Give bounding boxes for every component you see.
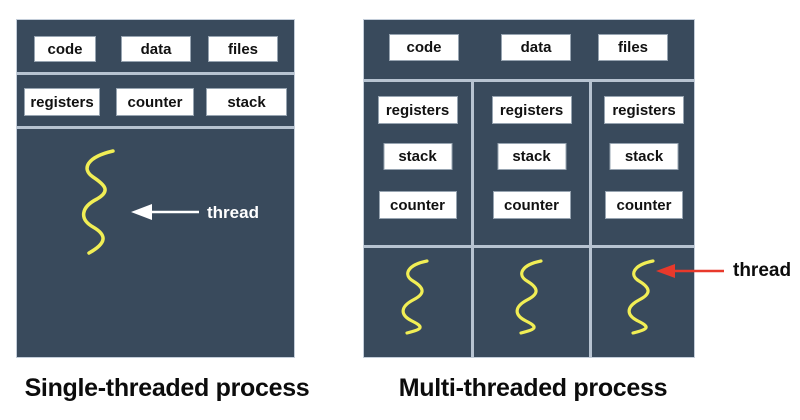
code-box: code (34, 36, 96, 62)
column-divider (471, 80, 474, 357)
thread-label: thread (207, 203, 259, 222)
section-divider (17, 126, 294, 129)
files-box: files (598, 34, 668, 61)
multi-threaded-process-panel: code data files registers stack counter … (363, 19, 695, 358)
data-box: data (121, 36, 191, 62)
section-divider (364, 79, 694, 82)
section-divider (17, 72, 294, 75)
data-box: data (501, 34, 571, 61)
thread-squiggle-icon (82, 149, 115, 255)
registers-box: registers (24, 88, 100, 116)
stack-box: stack (609, 143, 679, 170)
thread-squiggle-icon (515, 259, 543, 335)
single-threaded-process-panel: code data files registers counter stack … (16, 19, 295, 358)
files-box: files (208, 36, 278, 62)
single-threaded-caption: Single-threaded process (24, 374, 310, 402)
counter-box: counter (492, 191, 571, 219)
registers-box: registers (491, 96, 572, 124)
code-box: code (389, 34, 459, 61)
stack-box: stack (206, 88, 287, 116)
stack-box: stack (383, 143, 452, 170)
thread-squiggle-icon (401, 259, 429, 335)
multi-threaded-caption: Multi-threaded process (398, 374, 668, 402)
counter-box: counter (116, 88, 194, 116)
stack-box: stack (497, 143, 566, 170)
thread-column-2: registers stack counter (474, 20, 589, 359)
section-divider (364, 245, 694, 248)
right-thread-arrow-icon (656, 264, 724, 278)
column-divider (589, 80, 592, 357)
left-thread-arrow-icon (131, 204, 199, 220)
thread-label: thread (733, 260, 792, 281)
thread-column-3: registers stack counter (592, 20, 696, 359)
registers-box: registers (604, 96, 684, 124)
counter-box: counter (378, 191, 457, 219)
registers-box: registers (377, 96, 458, 124)
counter-box: counter (605, 191, 683, 219)
thread-squiggle-icon (627, 259, 655, 335)
thread-column-1: registers stack counter (364, 20, 471, 359)
